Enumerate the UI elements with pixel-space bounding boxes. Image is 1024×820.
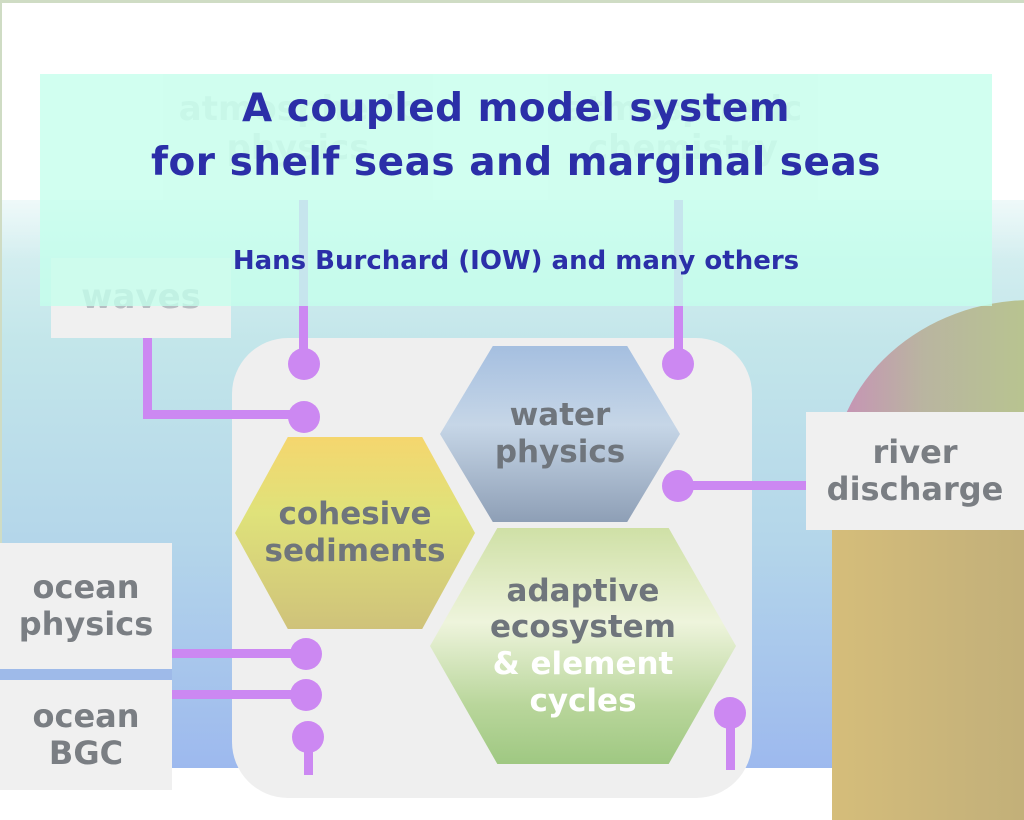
ecosystem-line1: adaptive bbox=[506, 572, 660, 609]
water-physics-module: water physics bbox=[440, 346, 680, 522]
title-panel bbox=[40, 74, 992, 306]
ocean-physics-line1: ocean bbox=[32, 568, 140, 607]
lower-right-connector bbox=[726, 720, 735, 770]
lower-connector bbox=[304, 745, 313, 775]
slide-left-border bbox=[0, 0, 2, 768]
cohesive-sediments-line1: cohesive bbox=[278, 496, 432, 533]
ocean-bgc-box: ocean BGC bbox=[0, 680, 172, 790]
slide-subtitle-author: Hans Burchard (IOW) and many others bbox=[232, 246, 800, 276]
ocean-bgc-connector bbox=[172, 690, 307, 699]
title-line1: A coupled model system bbox=[242, 86, 790, 131]
slide-title: A coupled model system for shelf seas an… bbox=[40, 82, 992, 190]
river-discharge-line2: discharge bbox=[826, 470, 1004, 508]
ocean-bgc-connector-dot bbox=[290, 679, 322, 711]
water-physics-line2: physics bbox=[494, 434, 626, 470]
ecosystem-line2: ecosystem bbox=[490, 609, 676, 646]
ocean-divider bbox=[0, 669, 172, 680]
cohesive-sediments-line2: sediments bbox=[264, 533, 446, 569]
title-line2: for shelf seas and marginal seas bbox=[151, 140, 881, 185]
ocean-physics-box: ocean physics bbox=[0, 543, 172, 669]
ecosystem-line4: cycles bbox=[529, 682, 637, 719]
ocean-bgc-line1: ocean bbox=[32, 697, 140, 735]
cohesive-sediments-module: cohesive sediments bbox=[235, 437, 475, 629]
ocean-physics-connector bbox=[172, 649, 307, 658]
river-discharge-line1: river bbox=[872, 433, 958, 472]
slide-top-border bbox=[0, 0, 1024, 3]
river-connector-dot bbox=[662, 470, 694, 502]
ocean-bgc-line2: BGC bbox=[48, 733, 124, 772]
atmos-chemistry-connector-dot bbox=[662, 348, 694, 380]
ecosystem-line3: & element bbox=[492, 646, 674, 682]
water-physics-line1: water bbox=[509, 397, 611, 434]
ocean-physics-connector-dot bbox=[290, 638, 322, 670]
atmos-physics-connector-dot bbox=[288, 348, 320, 380]
waves-connector-dot bbox=[288, 401, 320, 433]
river-connector bbox=[680, 481, 810, 490]
waves-connector-horizontal bbox=[143, 410, 303, 419]
land-lower-shape bbox=[832, 528, 1024, 820]
river-discharge-box: river discharge bbox=[806, 412, 1024, 530]
ecosystem-module: adaptive ecosystem & element cycles bbox=[430, 528, 736, 764]
waves-connector-vertical bbox=[143, 335, 152, 415]
ocean-physics-line2: physics bbox=[18, 605, 154, 643]
